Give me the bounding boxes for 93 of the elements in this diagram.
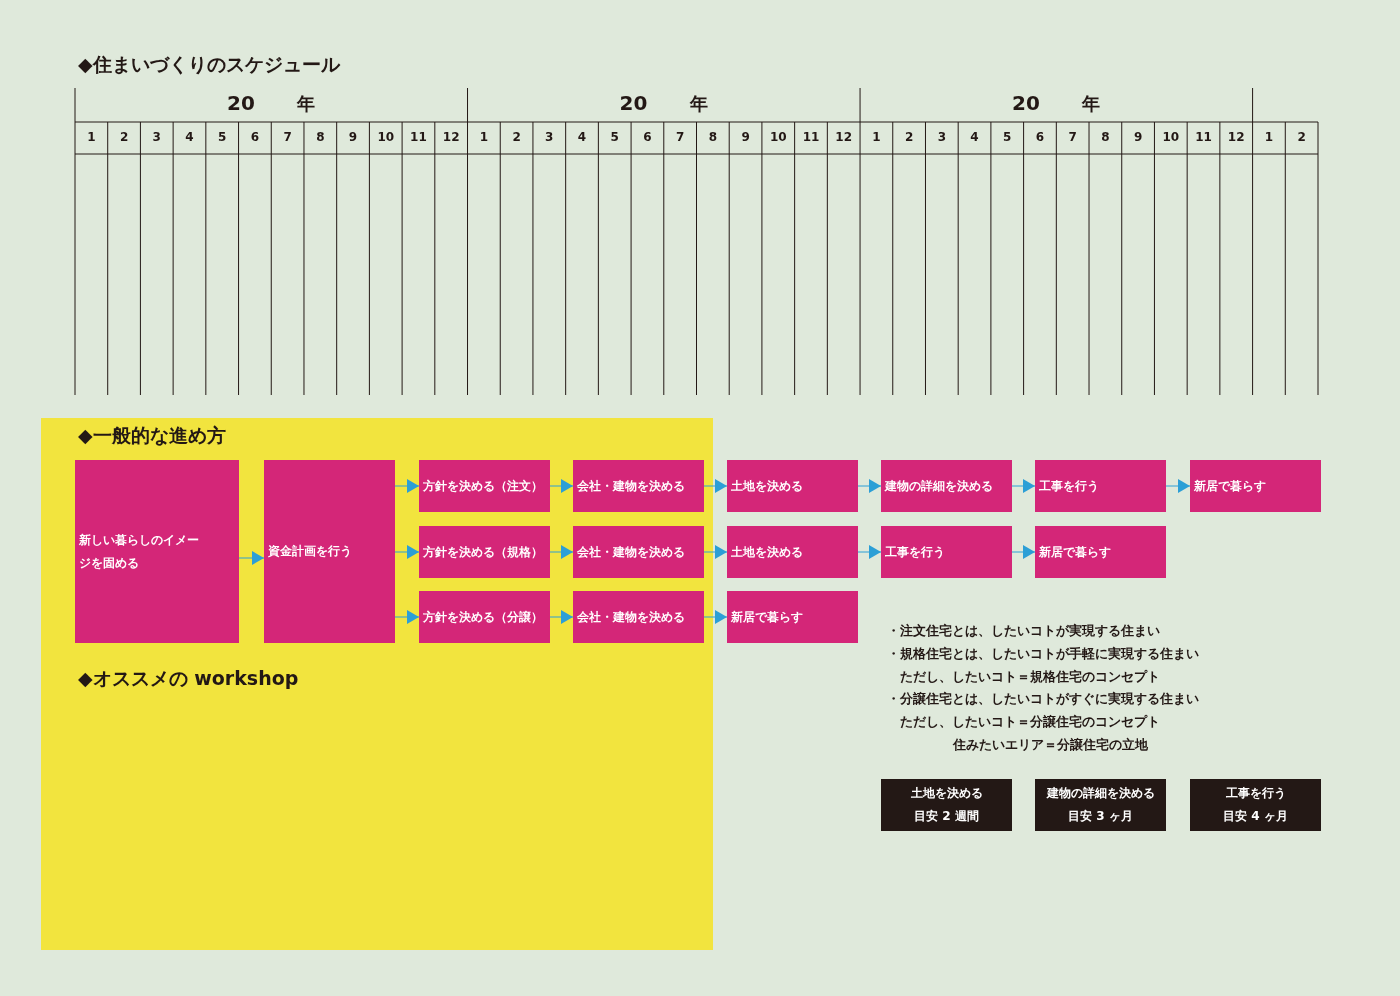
process-box: 土地を決める	[727, 526, 858, 578]
arrow	[703, 610, 728, 624]
year-number: 20	[619, 91, 648, 115]
year-number: 20	[227, 91, 255, 115]
month-number: 3	[544, 130, 555, 144]
process-box: 方針を決める（規格）	[419, 526, 550, 578]
month-number: 11	[801, 130, 821, 144]
month-number: 12	[1226, 130, 1246, 144]
month-number: 1	[86, 130, 97, 144]
note-text: ・注文住宅とは、したいコトが実現する住まい	[887, 623, 1160, 640]
process-box: 会社・建物を決める	[573, 591, 704, 643]
month-number: 2	[1296, 130, 1307, 144]
month-number: 5	[1002, 130, 1013, 144]
month-number: 3	[151, 130, 162, 144]
duration-text: 目安 4 ヶ月	[1223, 808, 1288, 825]
section-heading: ◆住まいづくりのスケジュール	[78, 52, 340, 77]
month-number: 1	[1263, 130, 1275, 144]
month-number: 7	[282, 130, 293, 144]
note-text: ・分譲住宅とは、したいコトがすぐに実現する住まい	[887, 691, 1199, 709]
process-box: 新居で暮らす	[1035, 526, 1166, 578]
process-box: 新居で暮らす	[1190, 460, 1321, 512]
month-number: 9	[740, 130, 751, 144]
note-text: ・規格住宅とは、したいコトが手軽に実現する住まい	[887, 645, 1199, 663]
month-number: 7	[674, 130, 686, 144]
month-number: 6	[642, 130, 653, 144]
duration-text: 目安 3 ヶ月	[1068, 808, 1133, 825]
duration-box	[1035, 779, 1166, 831]
month-number: 5	[217, 130, 228, 144]
month-number: 6	[1034, 130, 1046, 144]
process-box: 方針を決める（注文）	[419, 460, 550, 512]
duration-text: 目安 2 週間	[914, 808, 979, 825]
arrow	[857, 479, 882, 493]
arrow	[238, 551, 265, 565]
process-box: 資金計画を行う	[264, 460, 395, 643]
year-unit-label: 年	[297, 92, 315, 116]
duration-text: 土地を決める	[910, 785, 983, 802]
month-number: 4	[184, 130, 195, 144]
process-box: 新しい暮らしのイメージを固める	[75, 460, 239, 643]
month-number: 12	[441, 130, 461, 144]
month-number: 8	[707, 130, 719, 144]
process-box: 方針を決める（分譲）	[419, 591, 550, 643]
arrow	[394, 610, 420, 624]
process-box: 工事を行う	[1035, 460, 1166, 512]
section-heading: ◆オススメの workshop	[78, 666, 299, 691]
duration-box	[881, 779, 1012, 831]
month-number: 2	[903, 130, 915, 144]
note-text: ただし、したいコト＝規格住宅のコンセプト	[900, 668, 1160, 686]
arrow	[1011, 479, 1036, 493]
month-number: 1	[478, 130, 490, 144]
process-box: 新居で暮らす	[727, 591, 858, 643]
month-number: 3	[936, 130, 947, 144]
arrow	[703, 479, 728, 493]
arrow	[549, 545, 574, 559]
month-number: 10	[1161, 130, 1181, 144]
month-number: 11	[1194, 130, 1213, 144]
month-number: 9	[1132, 130, 1144, 144]
year-unit-label: 年	[1082, 92, 1101, 116]
note-text: 住みたいエリア＝分譲住宅の立地	[953, 737, 1148, 754]
section-heading: ◆一般的な進め方	[78, 423, 226, 448]
month-number: 9	[347, 130, 359, 144]
month-number: 4	[969, 130, 980, 144]
arrow	[1165, 479, 1191, 493]
month-number: 12	[834, 130, 854, 144]
arrow	[703, 545, 728, 559]
duration-text: 工事を行う	[1225, 785, 1286, 802]
duration-box	[1190, 779, 1321, 831]
month-number: 1	[871, 130, 882, 144]
month-number: 8	[315, 130, 326, 144]
arrow	[549, 479, 574, 493]
duration-text: 建物の詳細を決める	[1046, 785, 1155, 802]
arrow	[857, 545, 882, 559]
month-number: 8	[1100, 130, 1111, 144]
month-number: 5	[609, 130, 620, 144]
year-unit-label: 年	[689, 92, 708, 116]
month-number: 2	[511, 130, 522, 144]
process-box: 建物の詳細を決める	[881, 460, 1012, 512]
process-box: 工事を行う	[881, 526, 1012, 578]
process-box: 会社・建物を決める	[573, 526, 704, 578]
month-number: 10	[768, 130, 788, 144]
arrow	[394, 545, 420, 559]
process-box: 土地を決める	[727, 460, 858, 512]
year-number: 20	[1012, 91, 1040, 115]
month-number: 7	[1067, 130, 1078, 144]
month-number: 6	[249, 130, 261, 144]
process-box: 会社・建物を決める	[573, 460, 704, 512]
arrow	[394, 479, 420, 493]
arrow	[549, 610, 574, 624]
month-number: 4	[576, 130, 588, 144]
note-text: ただし、したいコト＝分譲住宅のコンセプト	[900, 714, 1160, 732]
month-number: 2	[118, 130, 130, 144]
arrow	[1011, 545, 1036, 559]
month-number: 10	[376, 130, 396, 144]
month-number: 11	[409, 130, 428, 144]
